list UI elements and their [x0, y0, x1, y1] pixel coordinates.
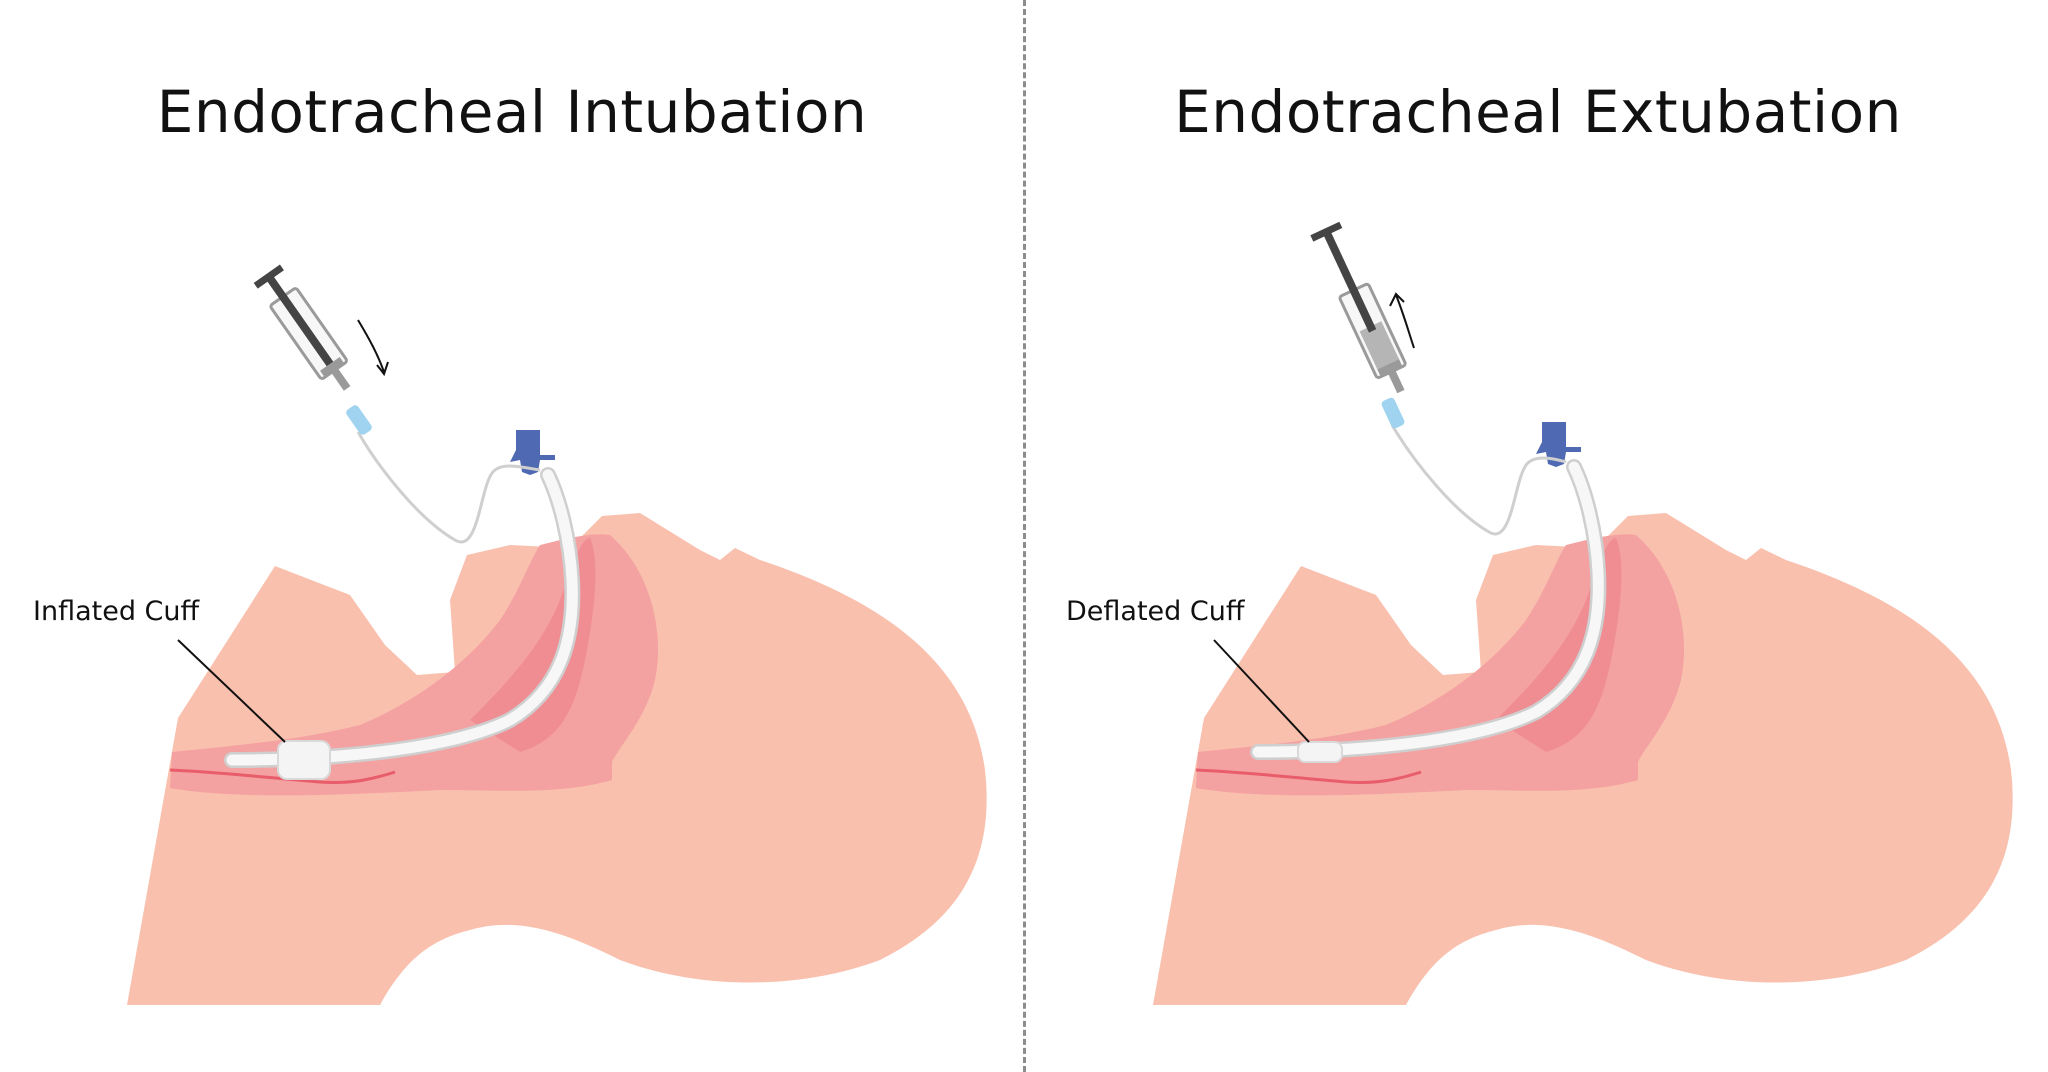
trachea-vessel — [169, 768, 396, 784]
trachea-vessel — [1195, 768, 1422, 784]
panel-divider — [1023, 0, 1026, 1072]
pilot-line — [356, 431, 541, 544]
tongue — [1496, 538, 1622, 752]
syringe-icon — [253, 264, 351, 391]
endotracheal-tube-inner — [1252, 461, 1604, 758]
pilot-line — [1390, 424, 1567, 536]
deflated-cuff-label: Deflated Cuff — [1066, 596, 1245, 627]
pull-arrow-icon — [1389, 292, 1415, 349]
tube-connector-icon — [1536, 422, 1581, 467]
push-arrow-icon — [357, 319, 389, 377]
extubation-panel: Endotracheal Extubation Deflated Cuff — [1026, 0, 2048, 1072]
deflated-cuff — [1297, 741, 1343, 763]
syringe-icon — [1310, 221, 1407, 394]
tube-connector-icon — [510, 430, 555, 475]
endotracheal-tube-inner — [226, 469, 578, 766]
needle-hub — [1381, 397, 1405, 429]
intubation-panel: Endotracheal Intubation Inflated Cuff — [33, 78, 987, 1005]
inflated-cuff-label: Inflated Cuff — [33, 596, 200, 627]
panel-title: Endotracheal Intubation — [156, 78, 868, 146]
inflated-cuff — [277, 740, 331, 780]
tongue — [470, 538, 596, 752]
cuff-callout-line — [1213, 639, 1310, 743]
needle-hub — [346, 405, 372, 435]
intubation-illustration — [127, 264, 987, 1005]
extubation-illustration — [1153, 221, 2013, 1005]
cuff-callout-line — [177, 639, 286, 743]
panel-title: Endotracheal Extubation — [1174, 78, 1902, 146]
